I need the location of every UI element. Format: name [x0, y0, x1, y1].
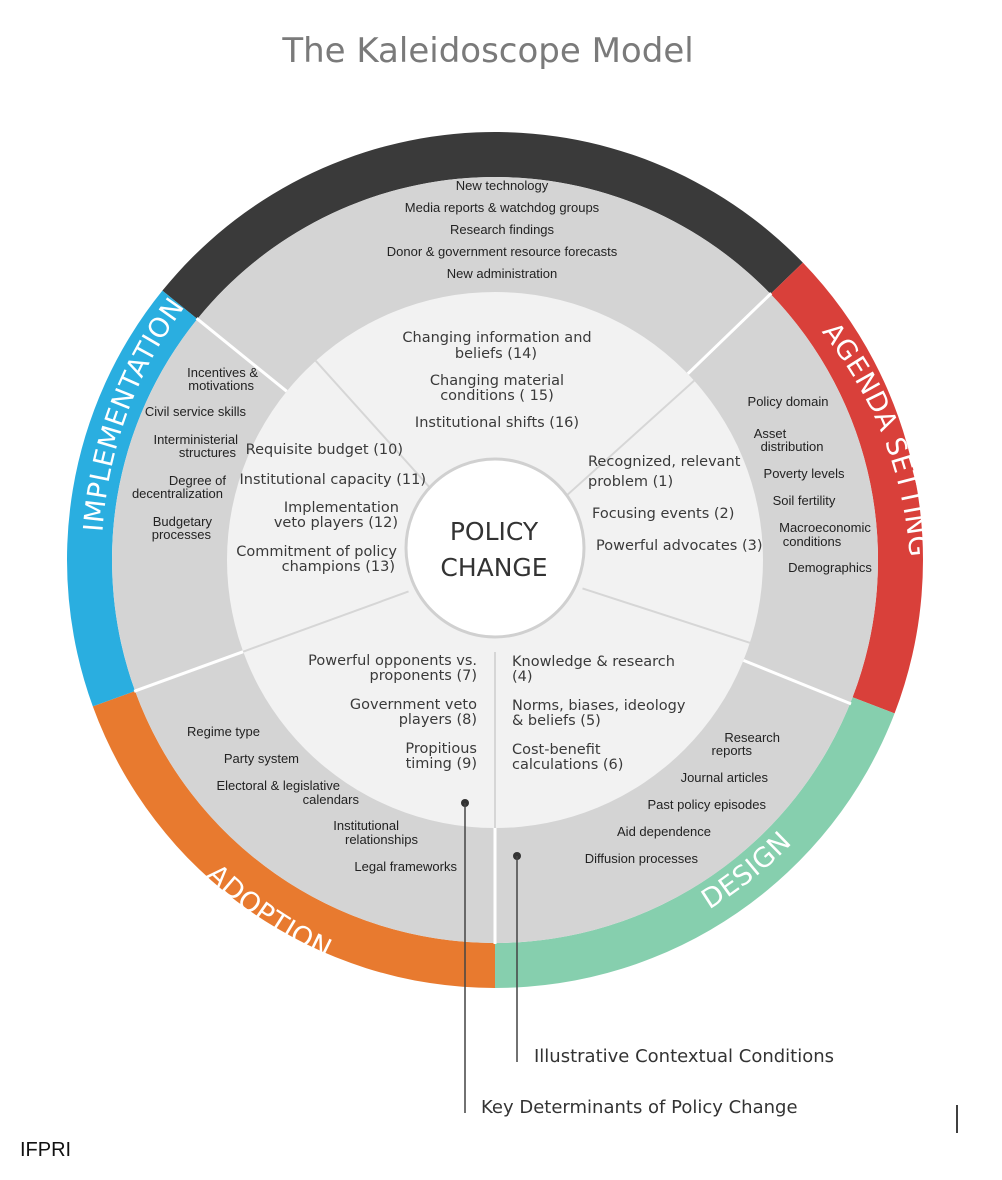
determinant-item: conditions ( 15) — [440, 388, 554, 404]
determinants-adoption: Powerful opponents vs. proponents (7) Go… — [308, 653, 477, 772]
determinant-item: champions (13) — [282, 559, 395, 575]
determinant-item: Requisite budget (10) — [246, 442, 403, 458]
conditions-design: Research reports Journal articles Past p… — [585, 730, 780, 866]
condition-item: processes — [152, 527, 212, 542]
determinant-item: Government veto — [350, 697, 477, 713]
legend-key-determinants: Key Determinants of Policy Change — [481, 1097, 798, 1118]
determinant-item: Recognized, relevant — [588, 454, 741, 470]
determinant-divider — [582, 587, 751, 644]
condition-item: Aid dependence — [617, 824, 711, 839]
condition-item: Poverty levels — [764, 466, 845, 481]
determinant-item: Powerful opponents vs. — [308, 653, 477, 669]
condition-item: Media reports & watchdog groups — [405, 200, 600, 215]
condition-item: Diffusion processes — [585, 851, 699, 866]
determinant-item: Commitment of policy — [236, 544, 397, 560]
stage-segment-implementation — [66, 290, 198, 707]
center-line-2: CHANGE — [440, 553, 547, 582]
determinant-item: Changing information and — [402, 330, 591, 346]
condition-item: Degree of — [169, 473, 226, 488]
determinants-implementation: Requisite budget (10) Institutional capa… — [236, 442, 426, 575]
determinants-design: Knowledge & research (4) Norms, biases, … — [512, 654, 686, 773]
condition-item: decentralization — [132, 486, 223, 501]
conditions-adoption: Regime type Party system Electoral & leg… — [187, 724, 457, 874]
determinant-item: Implementation — [284, 500, 399, 516]
page-title: The Kaleidoscope Model — [281, 31, 693, 71]
condition-item: Research — [724, 730, 780, 745]
determinant-item: Powerful advocates (3) — [596, 538, 762, 554]
condition-item: Incentives & — [187, 365, 258, 380]
determinant-item: Institutional shifts (16) — [415, 415, 579, 431]
condition-item: Legal frameworks — [354, 859, 457, 874]
contextual-divider — [742, 659, 852, 706]
determinants-evaluation: Changing information and beliefs (14) Ch… — [402, 330, 591, 431]
contextual-dividers — [133, 292, 852, 944]
condition-item: Asset — [754, 426, 787, 441]
determinant-item: Cost-benefit — [512, 742, 601, 758]
condition-item: Budgetary — [153, 514, 213, 529]
condition-item: Institutional — [333, 818, 399, 833]
condition-item: Regime type — [187, 724, 260, 739]
determinant-item: & beliefs (5) — [512, 713, 601, 729]
condition-item: structures — [179, 445, 237, 460]
conditions-implementation: Incentives & motivations Civil service s… — [132, 365, 258, 542]
stage-segment-adoption — [92, 690, 496, 988]
condition-item: Electoral & legislative — [216, 778, 340, 793]
source-label: IFPRI — [20, 1139, 71, 1161]
center-circle — [404, 457, 586, 639]
center-line-1: POLICY — [450, 517, 539, 546]
determinant-item: proponents (7) — [370, 668, 477, 684]
determinant-divider — [562, 379, 695, 500]
condition-item: Civil service skills — [145, 404, 247, 419]
condition-item: relationships — [345, 832, 418, 847]
determinant-divider — [314, 360, 435, 493]
condition-item: Soil fertility — [773, 493, 836, 508]
condition-item: calendars — [303, 792, 360, 807]
conditions-evaluation: New technology Media reports & watchdog … — [387, 178, 618, 281]
determinant-item: veto players (12) — [274, 515, 398, 531]
determinant-item: Propitious — [405, 741, 477, 757]
determinant-item: calculations (6) — [512, 757, 623, 773]
condition-item: Journal articles — [681, 770, 769, 785]
determinant-item: Changing material — [430, 373, 564, 389]
determinant-item: Focusing events (2) — [592, 506, 734, 522]
stage-segment-design — [495, 697, 895, 988]
condition-item: Research findings — [450, 222, 555, 237]
contextual-divider — [133, 650, 244, 693]
determinant-item: beliefs (14) — [455, 346, 537, 362]
condition-item: Party system — [224, 751, 299, 766]
determinant-item: players (8) — [399, 712, 477, 728]
determinant-item: (4) — [512, 669, 533, 685]
condition-item: distribution — [761, 439, 824, 454]
condition-item: Past policy episodes — [647, 797, 766, 812]
determinant-item: timing (9) — [406, 756, 477, 772]
stage-ring — [66, 131, 923, 988]
determinant-item: Institutional capacity (11) — [240, 472, 427, 488]
contextual-divider — [195, 317, 288, 393]
determinant-dividers — [242, 360, 751, 828]
determinant-item: Knowledge & research — [512, 654, 675, 670]
condition-item: New technology — [456, 178, 549, 193]
condition-item: motivations — [188, 378, 254, 393]
condition-item: conditions — [783, 534, 842, 549]
condition-item: Interministerial — [153, 432, 238, 447]
condition-item: Policy domain — [748, 394, 829, 409]
condition-item: Macroeconomic — [779, 520, 871, 535]
determinant-divider — [242, 590, 409, 653]
legend-contextual-conditions: Illustrative Contextual Conditions — [534, 1046, 834, 1067]
determinant-item: Norms, biases, ideology — [512, 698, 686, 714]
condition-item: New administration — [447, 266, 558, 281]
determinants-agenda: Recognized, relevant problem (1) Focusin… — [588, 454, 762, 554]
condition-item: reports — [712, 743, 753, 758]
conditions-agenda: Policy domain Asset distribution Poverty… — [748, 394, 873, 575]
condition-item: Donor & government resource forecasts — [387, 244, 618, 259]
condition-item: Demographics — [788, 560, 872, 575]
stage-segment-agenda — [770, 262, 923, 714]
determinant-item: problem (1) — [588, 474, 673, 490]
stage-segment-evaluation — [162, 131, 803, 319]
contextual-divider — [686, 292, 773, 375]
